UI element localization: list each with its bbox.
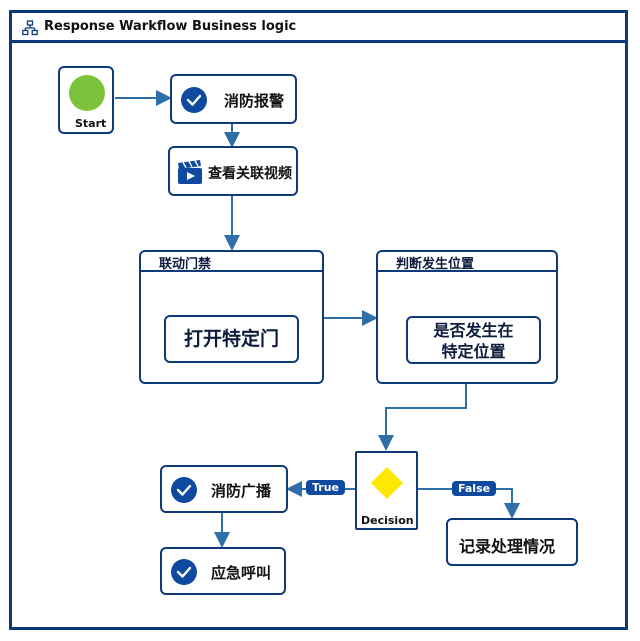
decision-label: Decision <box>361 514 414 527</box>
open-door-label: 打开特定门 <box>183 328 279 350</box>
fire-alarm-label: 消防报警 <box>224 92 285 110</box>
broadcast-node[interactable]: 消防广播 <box>160 465 288 513</box>
view-video-node[interactable]: 查看关联视频 <box>168 146 298 196</box>
video-clapper-icon <box>177 159 203 185</box>
broadcast-label: 消防广播 <box>211 482 272 500</box>
check-icon <box>171 559 197 585</box>
title-bar: Response Warkflow Business logic <box>12 13 625 43</box>
lane-door-link-title: 联动门禁 <box>159 257 212 272</box>
lane-judge-location-title: 判断发生位置 <box>396 257 475 272</box>
start-circle-icon <box>69 75 105 111</box>
record-node[interactable]: 记录处理情况 <box>446 518 578 566</box>
check-location-node[interactable]: 是否发生在 特定位置 <box>406 316 541 364</box>
lane-door-link: 联动门禁 打开特定门 <box>139 250 324 384</box>
start-label: Start <box>75 117 107 130</box>
record-label: 记录处理情况 <box>459 537 556 556</box>
window-title: Response Warkflow Business logic <box>44 19 297 34</box>
check-icon <box>171 477 197 503</box>
emergency-call-node[interactable]: 应急呼叫 <box>160 547 286 595</box>
check-icon <box>181 87 207 113</box>
open-door-node[interactable]: 打开特定门 <box>164 315 299 363</box>
emergency-call-label: 应急呼叫 <box>211 564 272 582</box>
lane-header: 判断发生位置 <box>378 252 556 272</box>
view-video-label: 查看关联视频 <box>208 166 292 182</box>
check-location-line1: 是否发生在 <box>433 321 514 340</box>
false-edge-label: False <box>452 481 497 496</box>
decision-node[interactable]: Decision <box>355 451 418 530</box>
lane-judge-location: 判断发生位置 是否发生在 特定位置 <box>376 250 558 384</box>
start-node[interactable]: Start <box>58 66 114 134</box>
fire-alarm-node[interactable]: 消防报警 <box>170 74 297 124</box>
workflow-icon <box>22 20 38 36</box>
check-location-line2: 特定位置 <box>441 342 506 361</box>
true-edge-label: True <box>306 480 346 495</box>
decision-diamond-icon <box>371 467 403 499</box>
lane-header: 联动门禁 <box>141 252 322 272</box>
